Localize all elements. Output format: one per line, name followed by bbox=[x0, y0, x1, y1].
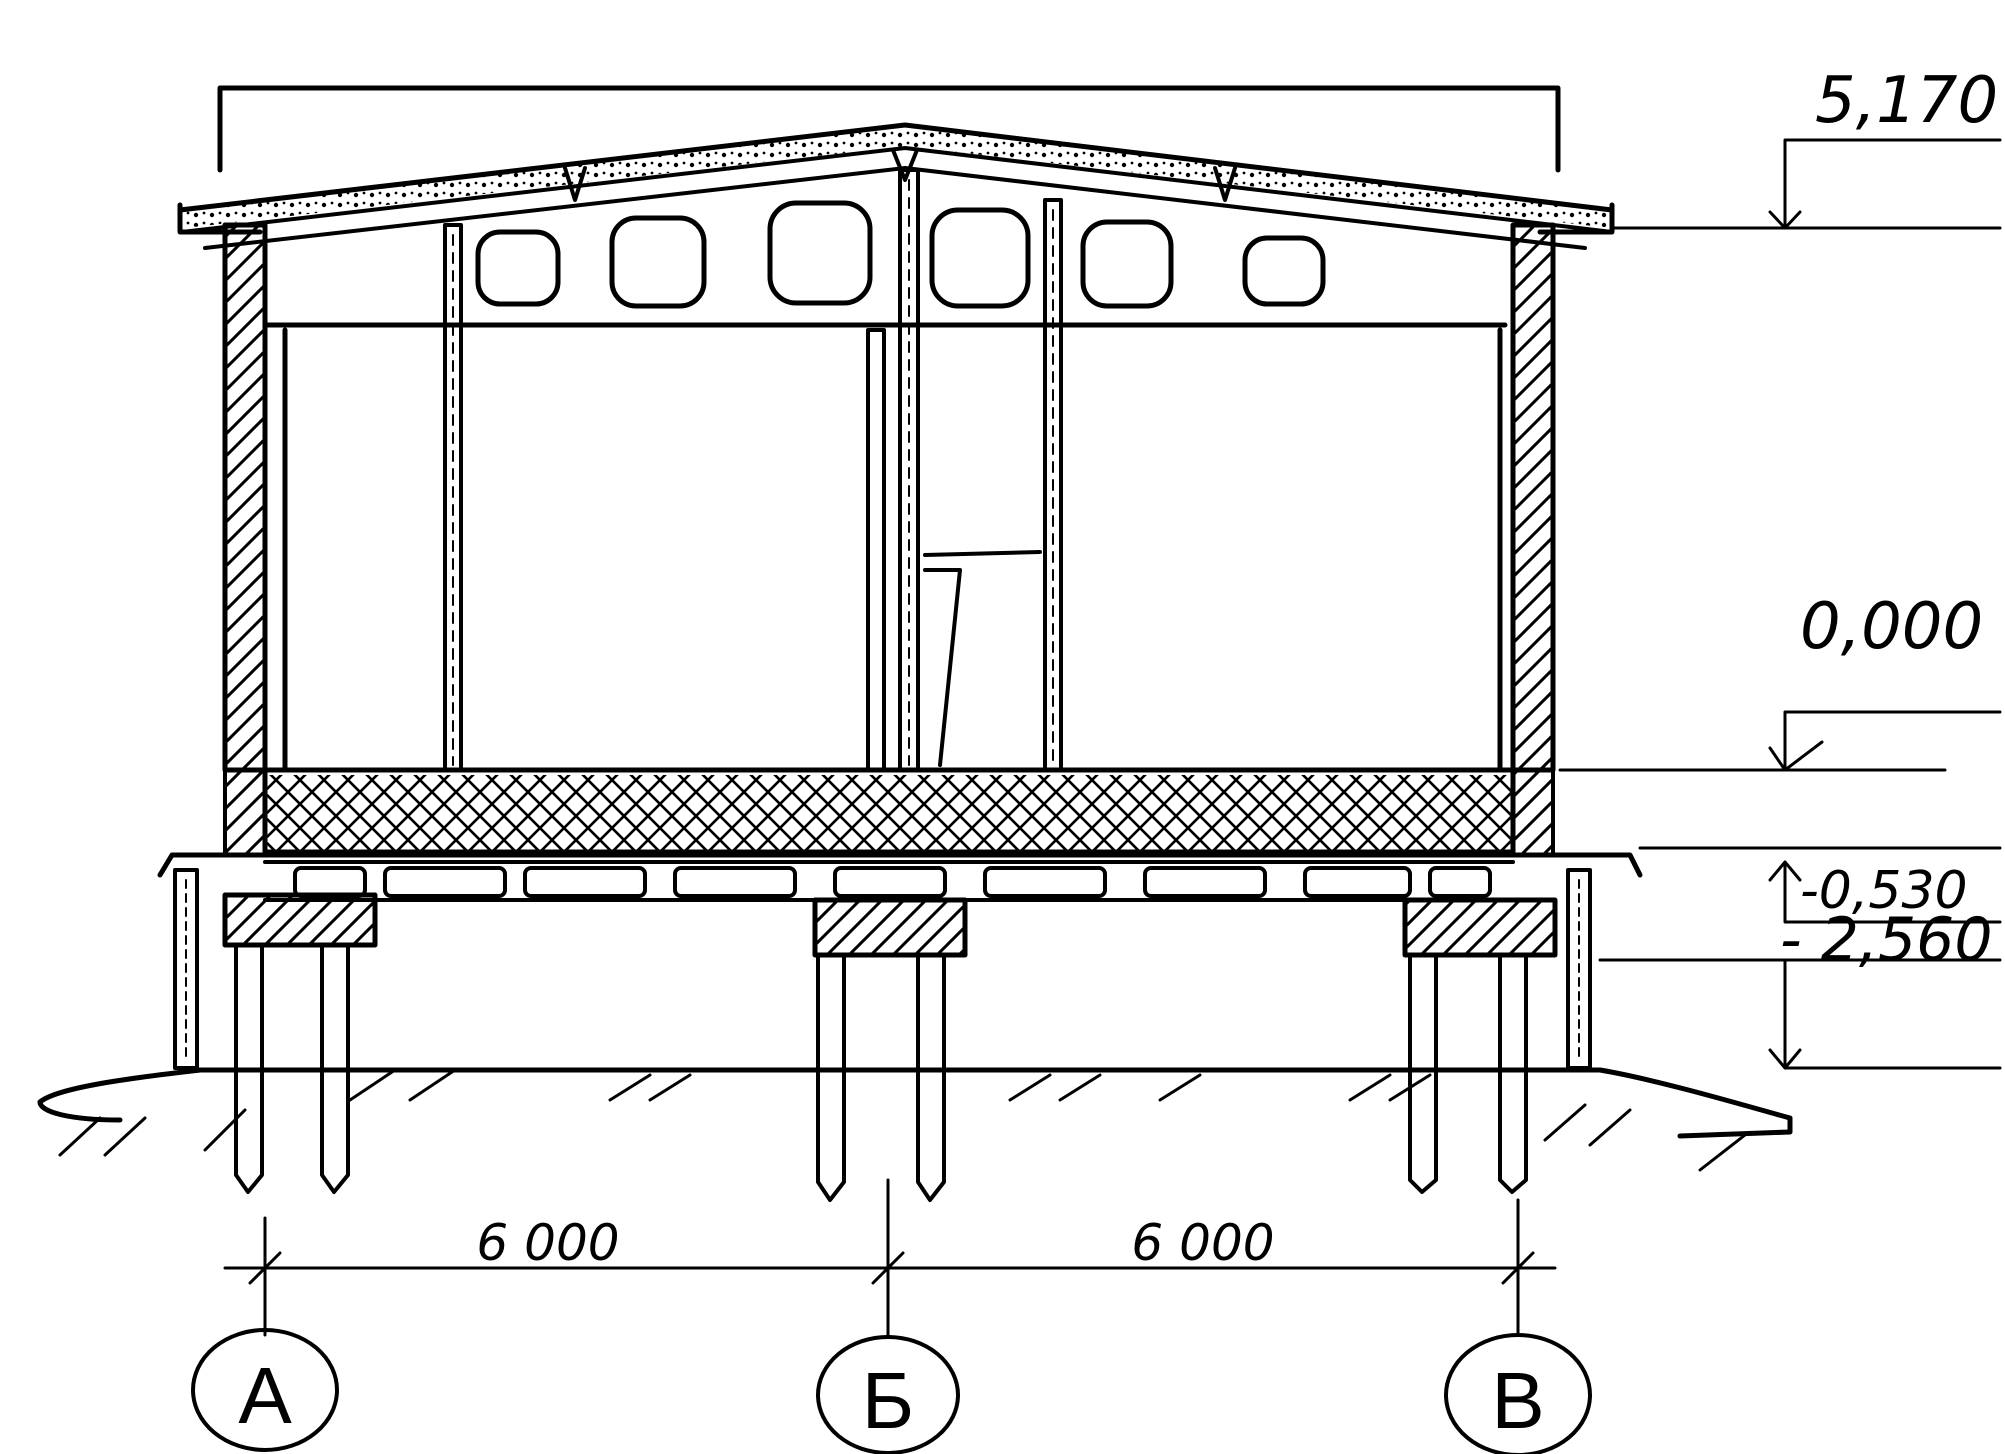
axis-label-b: Б bbox=[862, 1356, 915, 1445]
elevation-ground-label: - 2,560 bbox=[1780, 905, 1993, 975]
piles bbox=[234, 943, 1528, 1202]
elevation-plinth-label: -0,530 bbox=[1800, 861, 1968, 921]
dimension-line bbox=[223, 1178, 1557, 1337]
level-marks bbox=[1558, 138, 2002, 1070]
grillage bbox=[157, 852, 1643, 1070]
roof bbox=[177, 85, 1615, 250]
span-right-dimension: 6 000 bbox=[1131, 1214, 1274, 1272]
ground bbox=[37, 1067, 1793, 1172]
axis-bubble-v bbox=[1444, 1333, 1592, 1454]
axis-bubble-a bbox=[191, 1328, 339, 1452]
span-left-dimension: 6 000 bbox=[476, 1214, 619, 1272]
axis-label-v: В bbox=[1491, 1356, 1544, 1445]
elevation-top-label: 5,170 bbox=[1815, 64, 1998, 138]
grid-axes bbox=[191, 1328, 1592, 1454]
interior bbox=[282, 168, 1503, 773]
roof-beam bbox=[262, 200, 1508, 328]
floor-slab bbox=[262, 767, 1516, 855]
axis-label-a: А bbox=[238, 1351, 292, 1440]
axis-bubble-b bbox=[816, 1335, 960, 1454]
outer-walls bbox=[222, 222, 1556, 857]
elevation-floor-label: 0,000 bbox=[1800, 590, 1983, 664]
